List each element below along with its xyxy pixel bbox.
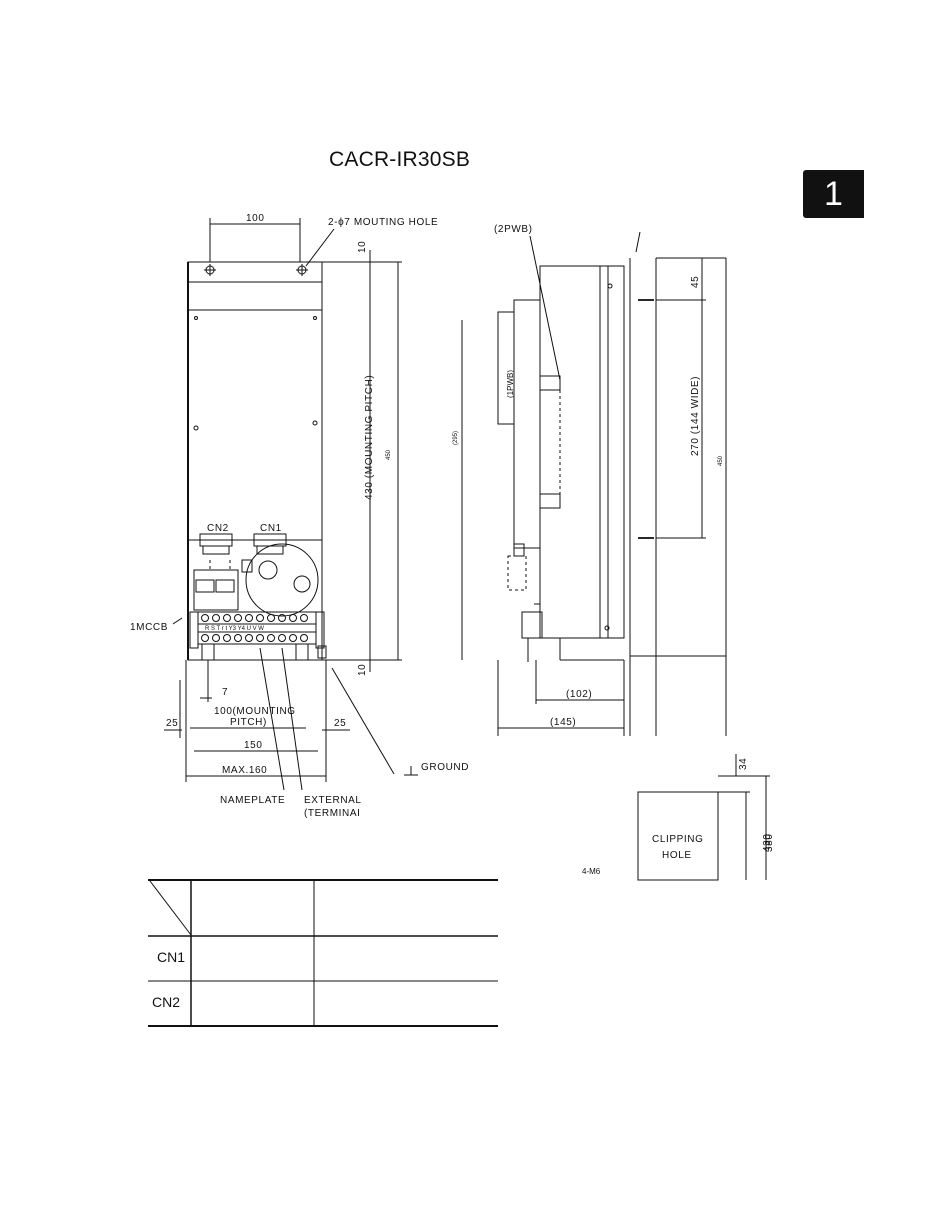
dim-270: 270 (144 WIDE) <box>690 376 701 456</box>
terminal-screw <box>256 614 264 622</box>
pwb1-label: (1PWB) <box>506 370 515 398</box>
dim-25-left: 25 <box>166 718 178 729</box>
mounting-pitch-label-2: PITCH) <box>230 717 267 728</box>
dim-34: 34 <box>738 758 749 770</box>
terminal-label: (TERMINAI <box>304 808 361 819</box>
dim-10-bottom: 10 <box>357 664 368 676</box>
dim-450-front: 450 <box>386 449 392 460</box>
terminal-screw <box>201 614 209 622</box>
ground-label: GROUND <box>421 762 469 773</box>
terminal-screw <box>223 634 231 642</box>
cn2-label: CN2 <box>207 523 229 534</box>
terminal-screw <box>212 634 220 642</box>
terminal-screw <box>267 634 275 642</box>
mounting-pitch-label: 100(MOUNTING <box>214 706 296 717</box>
dim-295: (295) <box>453 431 459 445</box>
dim-430-pitch: 430 (MOUNTING PITCH) <box>364 375 375 500</box>
terminal-screw <box>234 634 242 642</box>
terminal-screw <box>300 634 308 642</box>
cn1-label: CN1 <box>260 523 282 534</box>
terminal-screw <box>267 614 275 622</box>
front-view: 100 2-ϕ7 MOUTING HOLE 10 430 (MOUNTING P… <box>130 213 469 819</box>
terminal-screw <box>278 634 286 642</box>
terminal-screw <box>245 634 253 642</box>
terminal-screw <box>256 634 264 642</box>
terminal-screw <box>201 634 209 642</box>
terminal-screw <box>212 614 220 622</box>
dim-100-top: 100 <box>246 213 265 224</box>
terminal-screw <box>289 614 297 622</box>
terminal-screw <box>278 614 286 622</box>
pwb2-label: (2PWB) <box>494 224 533 235</box>
terminal-screw <box>300 614 308 622</box>
dim-25-right: 25 <box>334 718 346 729</box>
terminal-screw <box>234 614 242 622</box>
dim-150: 150 <box>244 740 263 751</box>
dim-102: (102) <box>566 689 592 700</box>
mccb-label: 1MCCB <box>130 622 168 633</box>
dim-7: 7 <box>222 687 228 698</box>
dim-max-160: MAX.160 <box>222 765 267 776</box>
dim-380: 380 <box>764 834 775 853</box>
dim-450-cutout: 450 <box>718 455 724 466</box>
cutout-view: 45 270 (144 WIDE) 450 34 380 430 CLIPPIN… <box>582 231 775 881</box>
terminal-labels: R S T r t Y3 Y4 U V W <box>205 626 264 632</box>
hole-label: HOLE <box>662 850 692 861</box>
external-label: EXTERNAL <box>304 795 362 806</box>
terminal-screw <box>289 634 297 642</box>
terminal-screw <box>245 614 253 622</box>
nameplate-label: NAMEPLATE <box>220 795 285 806</box>
dim-10-top: 10 <box>357 241 368 253</box>
dim-45: 45 <box>690 276 701 288</box>
chapter-tab: 1 <box>803 170 864 218</box>
page-title: CACR-IR30SB <box>329 148 471 171</box>
table-row-cn1: CN1 <box>157 949 186 965</box>
dim-430-cutout: 430 <box>762 834 773 853</box>
hole-note: 2-ϕ7 MOUTING HOLE <box>328 217 438 228</box>
screw-label: 4-M6 <box>582 867 601 876</box>
side-view: (2PWB) (295) (1PWB) (102) (145) <box>453 224 625 736</box>
terminal-screw <box>223 614 231 622</box>
table-row-cn2: CN2 <box>152 994 181 1010</box>
dim-145: (145) <box>550 717 576 728</box>
clipping-label: CLIPPING <box>652 834 703 845</box>
